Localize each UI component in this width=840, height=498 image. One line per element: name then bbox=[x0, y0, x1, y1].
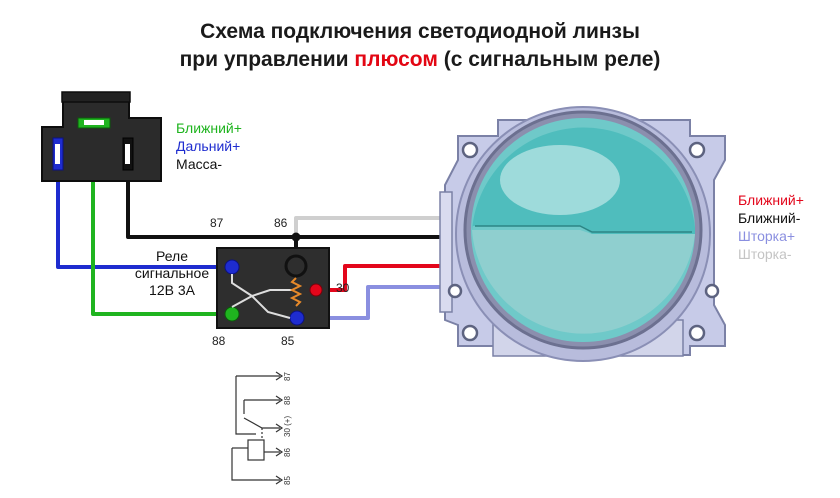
relay-coil bbox=[289, 277, 303, 307]
schematic-coil bbox=[247, 439, 265, 461]
relay-title-line-3: 12В 3А bbox=[149, 282, 195, 298]
title-suffix: (с сигнальным реле) bbox=[437, 48, 661, 71]
relay-title-line-1: Реле bbox=[156, 248, 188, 264]
schematic-pin-labels: 87 88 30 (+) 86 85 bbox=[283, 372, 292, 485]
relay-contact-85 bbox=[289, 310, 305, 326]
headlight-connector bbox=[41, 91, 162, 182]
shutter-plus-wire bbox=[295, 285, 447, 320]
low-beam-wire bbox=[91, 125, 234, 316]
connector-top-bar bbox=[61, 91, 131, 103]
high-beam-wire bbox=[56, 143, 234, 269]
label-lens-low-beam-minus: Ближний- bbox=[738, 210, 801, 226]
diagram-title-line-1: Схема подключения светодиодной линзы bbox=[200, 20, 640, 43]
schematic-pin-86: 86 bbox=[283, 448, 292, 457]
relay-contact-85-88-top bbox=[224, 259, 240, 275]
relay-contact-30 bbox=[309, 283, 323, 297]
lens-lower-half bbox=[472, 230, 695, 334]
label-lens-low-beam-plus: Ближний+ bbox=[738, 192, 804, 208]
pin-label-85: 85 bbox=[281, 334, 295, 348]
label-high-beam-plus: Дальний+ bbox=[176, 138, 241, 154]
label-lens-shutter-minus: Шторка- bbox=[738, 246, 792, 262]
label-ground-minus: Масса- bbox=[176, 156, 223, 172]
signal-relay bbox=[216, 247, 330, 329]
pin-label-88: 88 bbox=[212, 334, 226, 348]
pin-label-30: 30 bbox=[336, 281, 350, 295]
relay-title-line-2: сигнальное bbox=[134, 265, 210, 281]
label-lens-shutter-plus: Шторка+ bbox=[738, 228, 796, 244]
pin-label-86: 86 bbox=[274, 216, 288, 230]
shutter-minus-wire bbox=[294, 216, 447, 241]
schematic-pin-85: 85 bbox=[283, 476, 292, 485]
led-lens bbox=[439, 106, 726, 362]
relay-title: Реле сигнальное 12В 3А bbox=[122, 248, 222, 299]
relay-contact-87 bbox=[284, 254, 308, 278]
diagram-title-line-2: при управлении плюсом (с сигнальным реле… bbox=[0, 48, 840, 72]
relay-contact-88 bbox=[224, 306, 240, 322]
title-prefix: при управлении bbox=[179, 48, 355, 71]
junction-dot bbox=[291, 232, 301, 242]
schematic-pin-30: 30 (+) bbox=[283, 416, 292, 437]
label-low-beam-plus: Ближний+ bbox=[176, 120, 242, 136]
schematic-pin-88: 88 bbox=[283, 396, 292, 405]
pin-label-87: 87 bbox=[210, 216, 224, 230]
red-wire bbox=[314, 264, 447, 292]
schematic-pin-87: 87 bbox=[283, 372, 292, 381]
lens-upper-half bbox=[472, 127, 695, 234]
relay-schematic bbox=[231, 371, 284, 485]
title-highlight: плюсом bbox=[354, 48, 438, 71]
